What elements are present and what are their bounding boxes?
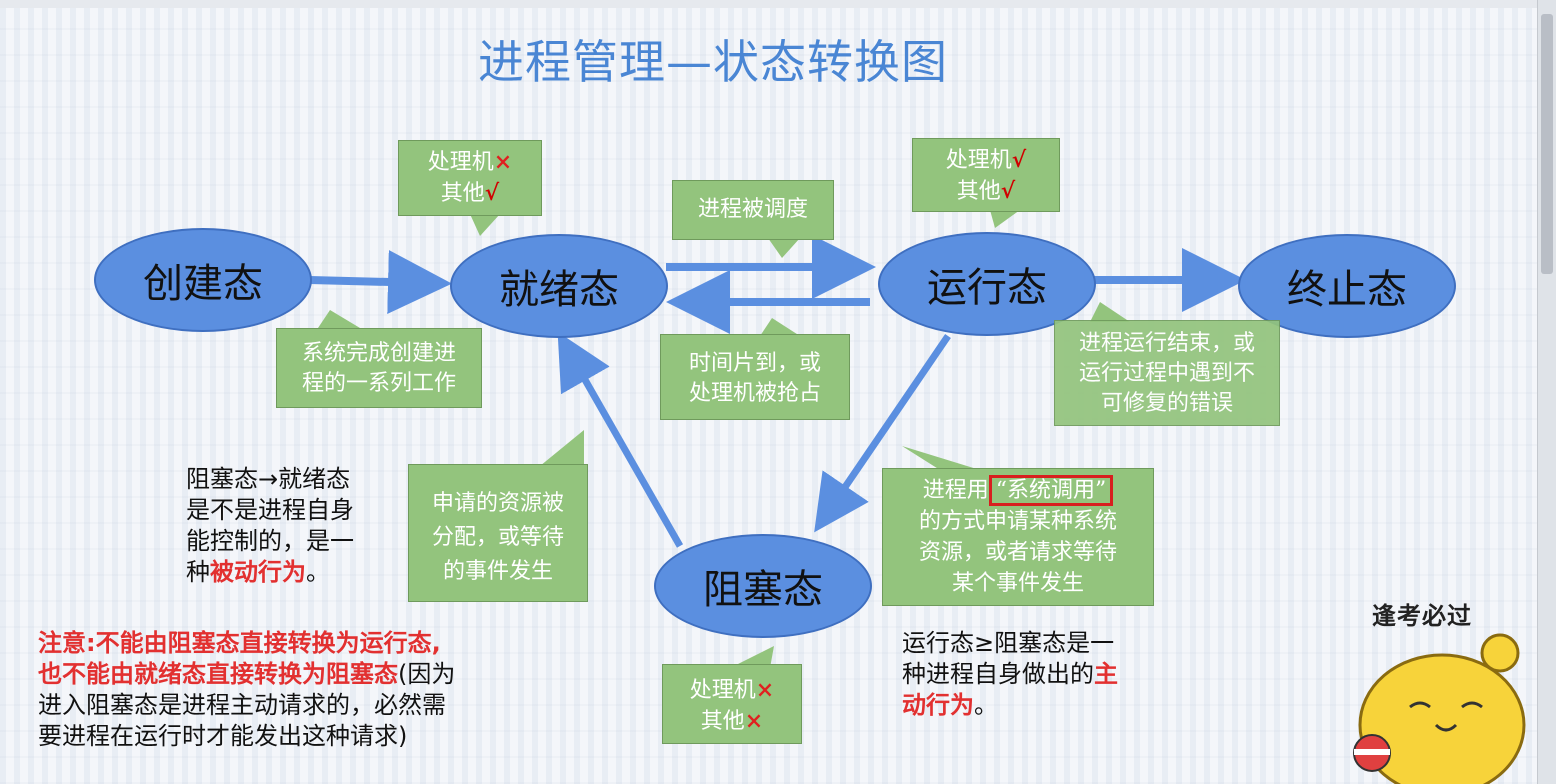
state-blocked-label: 阻塞态: [703, 567, 823, 613]
state-blocked: 阻塞态: [654, 534, 872, 638]
cross-icon: ×: [493, 149, 513, 175]
syscall-line3: 资源，或者请求等待: [918, 540, 1117, 565]
pointer-dispatch: [768, 238, 800, 258]
callout-terminate-reason: 进程运行结束，或 运行过程中遇到不 可修复的错误: [1054, 320, 1280, 426]
passive-emphasis: 被动行为: [210, 558, 306, 586]
active-line2-prefix: 种进程自身做出的: [902, 660, 1094, 688]
passive-line1: 阻塞态→就绪态: [186, 465, 351, 493]
pointer-blocked-resources: [730, 646, 774, 668]
passive-line4-suffix: 。: [306, 558, 330, 586]
note-active: 运行态≥阻塞态是一 种进程自身做出的主 动行为。: [902, 628, 1118, 721]
active-line3-suffix: 。: [974, 691, 998, 719]
slide-title: 进程管理—状态转换图: [478, 35, 948, 89]
check-icon: √: [1011, 147, 1027, 173]
syscall-line4: 某个事件发生: [951, 571, 1084, 596]
terminate-line1: 进程运行结束，或: [1078, 331, 1255, 356]
pointer-syscall: [902, 446, 980, 470]
terminate-line2: 运行过程中遇到不: [1078, 361, 1255, 386]
passive-line3: 能控制的，是一: [186, 527, 354, 555]
arrow-running-to-blocked: [814, 334, 951, 533]
state-create-label: 创建态: [143, 261, 263, 307]
pointer-resource-allocated: [540, 430, 584, 466]
pointer-timeslice: [760, 318, 800, 336]
warning-line2: 也不能由就绪态直接转换为阻塞态: [38, 660, 398, 688]
create-done-line2: 程的一系列工作: [301, 371, 456, 396]
state-running-label: 运行态: [927, 265, 1047, 311]
state-ready-label: 就绪态: [499, 267, 619, 313]
state-running: 运行态: [878, 232, 1096, 336]
timeslice-line1: 时间片到，或: [688, 351, 821, 376]
syscall-prefix: 进程用: [922, 478, 989, 503]
allocated-line1: 申请的资源被: [431, 491, 564, 516]
brand-logo-text: 逢考必过: [1372, 602, 1472, 630]
warning-line2-suffix: (因为: [398, 660, 456, 688]
state-ready: 就绪态: [450, 234, 668, 338]
callout-ready-resources: 处理机× 其他√: [398, 140, 542, 216]
cross-icon: ×: [755, 677, 775, 703]
state-create: 创建态: [94, 228, 312, 332]
passive-line2: 是不是进程自身: [186, 496, 354, 524]
window-top-bar: [0, 0, 1556, 8]
blocked-cpu-label: 处理机: [689, 678, 756, 703]
check-icon: √: [484, 180, 500, 206]
pointer-ready-resources: [470, 214, 500, 236]
scrollbar-thumb[interactable]: [1541, 14, 1553, 274]
allocated-line3: 的事件发生: [442, 559, 553, 584]
active-line1: 运行态≥阻塞态是一: [902, 629, 1115, 657]
callout-resource-allocated: 申请的资源被 分配，或等待 的事件发生: [408, 464, 588, 602]
note-warning: 注意:不能由阻塞态直接转换为运行态, 也不能由就绪态直接转换为阻塞态(因为 进入…: [38, 628, 455, 752]
create-done-line1: 系统完成创建进: [301, 341, 456, 366]
warning-line4: 要进程在运行时才能发出这种请求): [38, 722, 408, 750]
pointer-terminate: [1090, 302, 1130, 322]
pointer-running-resources: [990, 210, 1020, 228]
syscall-highlight: “系统调用”: [988, 475, 1114, 506]
note-passive: 阻塞态→就绪态 是不是进程自身 能控制的，是一 种被动行为。: [186, 464, 354, 588]
arrow-create-to-ready: [309, 249, 452, 314]
allocated-line2: 分配，或等待: [431, 525, 564, 550]
state-terminated: 终止态: [1238, 234, 1456, 338]
ready-other-label: 其他: [440, 181, 485, 206]
arrow-blocked-to-ready: [557, 331, 684, 548]
ready-cpu-label: 处理机: [427, 150, 494, 175]
warning-line3: 进入阻塞态是进程主动请求的，必然需: [38, 691, 446, 719]
callout-syscall: 进程用“系统调用” 的方式申请某种系统 资源，或者请求等待 某个事件发生: [882, 468, 1154, 606]
blocked-other-label: 其他: [700, 709, 745, 734]
dispatch-label: 进程被调度: [697, 197, 808, 222]
terminate-line3: 可修复的错误: [1100, 391, 1233, 416]
check-icon: √: [1000, 178, 1016, 204]
syscall-line2: 的方式申请某种系统: [918, 509, 1117, 534]
active-emphasis-2: 动行为: [902, 691, 974, 719]
callout-dispatch: 进程被调度: [672, 180, 834, 240]
callout-blocked-resources: 处理机× 其他×: [662, 664, 802, 744]
running-cpu-label: 处理机: [945, 148, 1012, 173]
state-terminated-label: 终止态: [1287, 267, 1407, 313]
mascot-image: [1353, 633, 1526, 784]
callout-timeslice: 时间片到，或 处理机被抢占: [660, 334, 850, 420]
pointer-create-done: [318, 310, 360, 328]
warning-line1: 注意:不能由阻塞态直接转换为运行态,: [38, 629, 441, 657]
callout-create-done: 系统完成创建进 程的一系列工作: [276, 328, 482, 408]
callout-running-resources: 处理机√ 其他√: [912, 138, 1060, 212]
cross-icon: ×: [744, 708, 764, 734]
active-emphasis-1: 主: [1094, 660, 1118, 688]
running-other-label: 其他: [956, 179, 1001, 204]
passive-line4-prefix: 种: [186, 558, 210, 586]
timeslice-line2: 处理机被抢占: [688, 381, 821, 406]
scrollbar[interactable]: [1537, 0, 1556, 784]
